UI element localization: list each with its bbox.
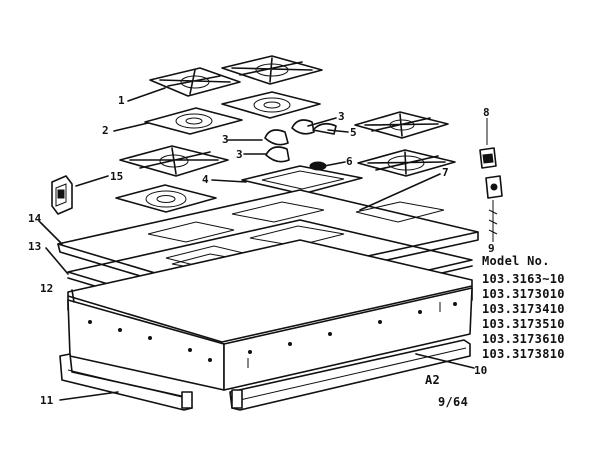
burner-pan-left-lower [115,184,217,213]
callout-3b: 3 [222,133,229,146]
grate-right-lower [357,149,456,177]
grate-top-right [221,55,323,85]
callout-2: 2 [102,124,109,137]
cooktop-body [67,239,473,391]
grate-right-upper [354,111,449,139]
burner-caps [264,119,337,163]
callout-14: 14 [28,212,42,225]
bracket-11 [59,353,193,411]
switch-15 [51,175,73,215]
model-number: 103.3173610 [482,332,565,346]
model-number: 103.3173510 [482,317,565,331]
callout-13: 13 [28,240,41,253]
grate-top-left [149,67,241,97]
model-number: 103.3163~10 [482,272,565,286]
date-code: 9/64 [438,395,468,409]
callout-3c: 3 [236,148,243,161]
callout-8: 8 [483,106,490,119]
model-number: 103.3173410 [482,302,565,316]
grate-left-lower [119,145,229,177]
callout-1: 1 [118,94,125,107]
callout-12: 12 [40,282,53,295]
model-number: 103.3173010 [482,287,565,301]
callout-7: 7 [442,166,449,179]
valve-assembly [479,118,503,242]
reference-code: A2 [425,373,440,387]
callout-3a: 3 [338,110,345,123]
callout-15: 15 [110,170,123,183]
callout-labels: 1 2 3 3 3 4 5 6 7 8 9 10 11 12 13 14 15 [28,94,495,407]
model-number-block: Model No. 103.3163~10 103.3173010 103.31… [482,254,565,361]
model-number: 103.3173810 [482,347,565,361]
leader-lines [39,87,475,401]
burner-plate-4 [241,161,363,195]
callout-9: 9 [488,242,495,255]
callout-6: 6 [346,155,353,168]
callout-5: 5 [350,126,357,139]
callout-10: 10 [474,364,487,377]
callout-4: 4 [202,173,209,186]
model-label: Model No. [482,254,550,268]
burner-pan-left [144,107,243,135]
burner-pan-right [221,91,321,119]
callout-11: 11 [40,394,54,407]
